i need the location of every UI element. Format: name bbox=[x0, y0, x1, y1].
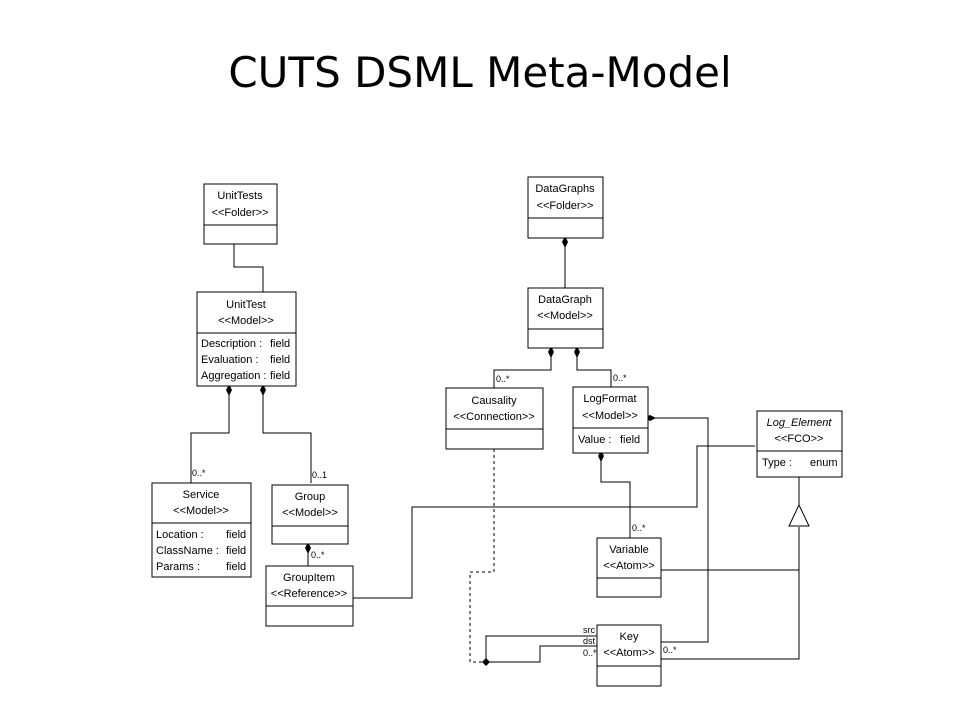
svg-text:<<Model>>: <<Model>> bbox=[537, 310, 593, 322]
svg-text:UnitTests: UnitTests bbox=[217, 190, 263, 202]
edge-unittest-service bbox=[190, 390, 230, 483]
svg-text:<<Folder>>: <<Folder>> bbox=[212, 207, 269, 219]
edge-unittest-group bbox=[262, 390, 312, 483]
svg-text:DataGraphs: DataGraphs bbox=[535, 183, 595, 195]
edge-key-src bbox=[485, 635, 597, 662]
edge-unittests-unittest bbox=[233, 228, 264, 292]
svg-text:field: field bbox=[226, 529, 246, 541]
class-causality: Causality <<Connection>> bbox=[445, 387, 544, 450]
class-variable: Variable <<Atom>> bbox=[596, 537, 662, 598]
label-key-dst: dst bbox=[583, 636, 596, 646]
svg-text:Causality: Causality bbox=[471, 395, 517, 407]
class-datagraphs: DataGraphs <<Folder>> bbox=[527, 176, 604, 239]
class-key: Key <<Atom>> bbox=[596, 624, 662, 687]
edge-datagraph-causality bbox=[493, 350, 552, 388]
svg-text:<<Model>>: <<Model>> bbox=[218, 315, 274, 327]
mult-causality: 0..* bbox=[496, 374, 510, 384]
svg-text:field: field bbox=[226, 561, 246, 573]
edge-datagraph-logformat bbox=[576, 350, 612, 387]
svg-text:field: field bbox=[270, 354, 290, 366]
class-logformat: LogFormat <<Model>> Value : field bbox=[572, 386, 649, 454]
multiplicity-labels: 0..* 0..1 0..* 0..* 0..* 0..* src dst 0.… bbox=[192, 373, 677, 658]
svg-text:Variable: Variable bbox=[609, 544, 649, 556]
mult-groupitem: 0..* bbox=[311, 550, 325, 560]
svg-text:<<Model>>: <<Model>> bbox=[173, 505, 229, 517]
edge-logformat-key bbox=[650, 417, 709, 643]
class-group: Group <<Model>> bbox=[271, 484, 349, 545]
mult-service: 0..* bbox=[192, 468, 206, 478]
svg-text:UnitTest: UnitTest bbox=[226, 299, 266, 311]
svg-text:<<Model>>: <<Model>> bbox=[282, 507, 338, 519]
svg-text:Key: Key bbox=[620, 631, 639, 643]
mult-logformat: 0..* bbox=[613, 373, 627, 383]
label-key-src: src bbox=[583, 625, 595, 635]
svg-text:Group: Group bbox=[295, 491, 326, 503]
edge-groupitem-logelement bbox=[353, 445, 755, 599]
svg-text:Aggregation :: Aggregation : bbox=[201, 370, 266, 382]
connections bbox=[190, 228, 810, 663]
svg-text:field: field bbox=[270, 370, 290, 382]
mult-key: 0..* bbox=[583, 648, 597, 658]
svg-text:<<Model>>: <<Model>> bbox=[582, 410, 638, 422]
class-datagraph: DataGraph <<Model>> bbox=[527, 287, 604, 349]
svg-text:<<Connection>>: <<Connection>> bbox=[453, 411, 534, 423]
inheritance-triangle bbox=[788, 503, 810, 527]
svg-text:Service: Service bbox=[183, 489, 220, 501]
edge-key-dst bbox=[486, 645, 597, 663]
svg-text:<<Atom>>: <<Atom>> bbox=[603, 560, 654, 572]
svg-text:GroupItem: GroupItem bbox=[283, 572, 335, 584]
svg-text:Params :: Params : bbox=[156, 561, 200, 573]
edge-logformat-variable bbox=[600, 456, 631, 538]
class-groupitem: GroupItem <<Reference>> bbox=[265, 565, 354, 627]
svg-text:<<FCO>>: <<FCO>> bbox=[775, 433, 824, 445]
svg-text:<<Atom>>: <<Atom>> bbox=[603, 647, 654, 659]
svg-text:DataGraph: DataGraph bbox=[538, 294, 592, 306]
class-unittests: UnitTests <<Folder>> bbox=[203, 183, 278, 245]
svg-text:<<Folder>>: <<Folder>> bbox=[537, 200, 594, 212]
mult-variable: 0..* bbox=[632, 523, 646, 533]
svg-text:<<Reference>>: <<Reference>> bbox=[271, 588, 347, 600]
svg-text:ClassName :: ClassName : bbox=[156, 545, 219, 557]
edge-causality-dashed bbox=[469, 449, 495, 663]
svg-text:Description :: Description : bbox=[201, 338, 262, 350]
mult-key-right: 0..* bbox=[663, 645, 677, 655]
svg-text:enum: enum bbox=[810, 457, 838, 469]
svg-text:Location :: Location : bbox=[156, 529, 204, 541]
svg-text:field: field bbox=[620, 434, 640, 446]
svg-text:field: field bbox=[226, 545, 246, 557]
slide-title: CUTS DSML Meta-Model bbox=[228, 48, 732, 97]
mult-group: 0..1 bbox=[312, 470, 327, 480]
svg-text:Type :: Type : bbox=[762, 457, 792, 469]
class-service: Service <<Model>> Location : field Class… bbox=[151, 482, 252, 578]
svg-text:Value :: Value : bbox=[578, 434, 611, 446]
svg-text:Log_Element: Log_Element bbox=[767, 417, 833, 429]
svg-text:Evaluation :: Evaluation : bbox=[201, 354, 258, 366]
svg-text:field: field bbox=[270, 338, 290, 350]
edge-key-inherit bbox=[661, 570, 800, 660]
svg-text:LogFormat: LogFormat bbox=[583, 393, 636, 405]
edge-variable-inherit bbox=[661, 527, 800, 571]
class-log-element: Log_Element <<FCO>> Type : enum bbox=[756, 410, 843, 478]
class-unittest: UnitTest <<Model>> Description : field E… bbox=[196, 291, 297, 387]
